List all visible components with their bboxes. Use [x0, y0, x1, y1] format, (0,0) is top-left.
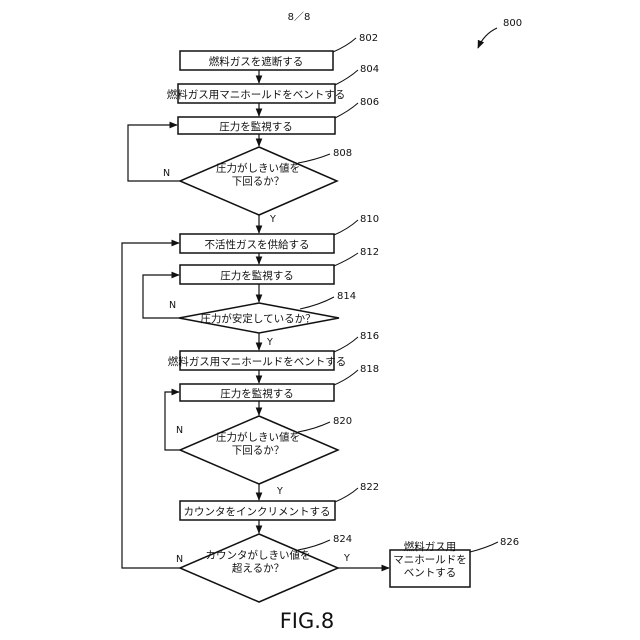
- step-812-leader: [334, 253, 358, 266]
- step-818-text: 圧力を監視する: [220, 387, 294, 400]
- step-818-leader: [334, 370, 358, 385]
- decision-808-yes-label: Y: [269, 214, 276, 225]
- step-text-line: 燃料ガスを遮断する: [209, 55, 304, 68]
- step-804-leader: [335, 70, 358, 85]
- step-816-ref: 816: [360, 331, 379, 342]
- step-812-ref: 812: [360, 247, 379, 258]
- page-number: 8／8: [288, 11, 311, 23]
- step-text-line: 圧力を監視する: [220, 387, 294, 400]
- step-text-line: 下回るか？: [232, 176, 285, 188]
- step-text-line: 燃料ガス用マニホールドをベントする: [168, 355, 347, 368]
- step-826-ref: 826: [500, 537, 519, 548]
- decision-814-text: 圧力が安定しているか？: [200, 312, 315, 325]
- step-818-ref: 818: [360, 364, 379, 375]
- step-text-line: ベントする: [404, 567, 457, 579]
- step-text-line: 圧力がしきい値を: [216, 431, 300, 444]
- figure-caption: FIG.8: [280, 609, 335, 633]
- decision-824-yes-label: Y: [343, 553, 350, 564]
- step-text-line: 圧力がしきい値を: [216, 162, 300, 175]
- step-text-line: 圧力が安定しているか？: [200, 312, 315, 325]
- step-text-line: 圧力を監視する: [219, 120, 293, 133]
- decision-814-leader: [300, 297, 334, 309]
- step-806-leader: [335, 103, 358, 118]
- step-804-ref: 804: [360, 64, 379, 75]
- step-826-text: 燃料ガス用マニホールドをベントする: [393, 540, 467, 579]
- decision-824-leader: [298, 540, 330, 550]
- decision-820-leader: [298, 422, 330, 432]
- decision-820-no-label: N: [176, 425, 183, 436]
- decision-808-leader: [298, 154, 330, 163]
- figure-reference-number: 800: [503, 18, 522, 29]
- decision-820-yes-label: Y: [276, 486, 283, 497]
- decision-814-no-label: N: [169, 300, 176, 311]
- step-text-line: 燃料ガス用マニホールドをベントする: [167, 88, 346, 101]
- step-806-text: 圧力を監視する: [219, 120, 293, 133]
- step-812-text: 圧力を監視する: [220, 269, 294, 282]
- step-822-ref: 822: [360, 482, 379, 493]
- step-810-text: 不活性ガスを供給する: [205, 238, 310, 251]
- decision-814-ref: 814: [337, 291, 356, 302]
- step-text-line: カウンタがしきい値を: [206, 549, 311, 562]
- loop-820-no-to-818: [165, 392, 180, 450]
- step-text-line: 不活性ガスを供給する: [205, 238, 310, 251]
- decision-824-ref: 824: [333, 534, 352, 545]
- step-802-text: 燃料ガスを遮断する: [209, 55, 304, 68]
- step-804-text: 燃料ガス用マニホールドをベントする: [167, 88, 346, 101]
- step-816-leader: [334, 337, 358, 352]
- figure-reference-arrow: [478, 28, 497, 48]
- step-text-line: 圧力を監視する: [220, 269, 294, 282]
- step-816-text: 燃料ガス用マニホールドをベントする: [168, 355, 347, 368]
- decision-808-ref: 808: [333, 148, 352, 159]
- step-text-line: マニホールドを: [393, 554, 467, 566]
- step-826-leader: [470, 542, 498, 552]
- step-806-ref: 806: [360, 97, 379, 108]
- step-802-leader: [333, 38, 356, 52]
- step-822-text: カウンタをインクリメントする: [184, 506, 331, 518]
- decision-814-yes-label: Y: [266, 337, 273, 348]
- step-810-leader: [334, 220, 358, 235]
- step-822-leader: [335, 488, 358, 502]
- step-text-line: カウンタをインクリメントする: [184, 506, 331, 518]
- step-text-line: 超えるか？: [232, 562, 284, 575]
- decision-820-ref: 820: [333, 416, 352, 427]
- loop-824-no-to-810: [122, 243, 180, 568]
- step-text-line: 燃料ガス用: [404, 540, 457, 553]
- loop-808-no-to-806: [128, 125, 180, 181]
- loop-814-no-to-812: [143, 275, 179, 318]
- step-802-ref: 802: [359, 33, 378, 44]
- decision-808-no-label: N: [163, 168, 170, 179]
- step-810-ref: 810: [360, 214, 379, 225]
- step-text-line: 下回るか？: [232, 445, 285, 457]
- decision-824-no-label: N: [176, 554, 183, 565]
